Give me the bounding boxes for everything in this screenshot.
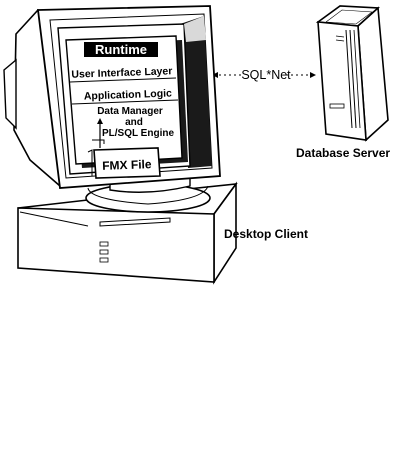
desktop-client-label: Desktop Client xyxy=(224,227,308,241)
fmx-file-label: FMX File xyxy=(102,157,152,173)
disk-slot xyxy=(99,217,171,227)
arrowhead-left-icon xyxy=(212,72,218,78)
runtime-banner xyxy=(84,42,158,57)
desktop-client-computer: Runtime User Interface Layer Application… xyxy=(3,5,238,285)
database-server-label: Database Server xyxy=(296,146,390,160)
runtime-title: Runtime xyxy=(95,42,147,57)
fmx-file-box xyxy=(93,147,161,179)
sqlnet-label: SQL*Net xyxy=(241,68,291,82)
layer-application-logic: Application Logic xyxy=(84,87,173,102)
layer-user-interface: User Interface Layer xyxy=(71,65,172,81)
runtime-panel xyxy=(65,35,183,165)
database-server-icon xyxy=(315,5,389,142)
layer-plsql-engine: PL/SQL Engine xyxy=(102,128,174,139)
led-icon xyxy=(99,257,109,263)
load-arrow-icon xyxy=(97,118,103,124)
runtime-stack: Runtime User Interface Layer Application… xyxy=(65,35,188,179)
layer-and: and xyxy=(125,117,143,128)
sqlnet-connection: SQL*Net xyxy=(212,68,316,82)
reset-button-icon xyxy=(99,249,109,255)
arrowhead-right-icon xyxy=(310,72,316,78)
power-button-icon xyxy=(99,241,109,247)
layer-data-manager: Data Manager xyxy=(97,106,163,117)
